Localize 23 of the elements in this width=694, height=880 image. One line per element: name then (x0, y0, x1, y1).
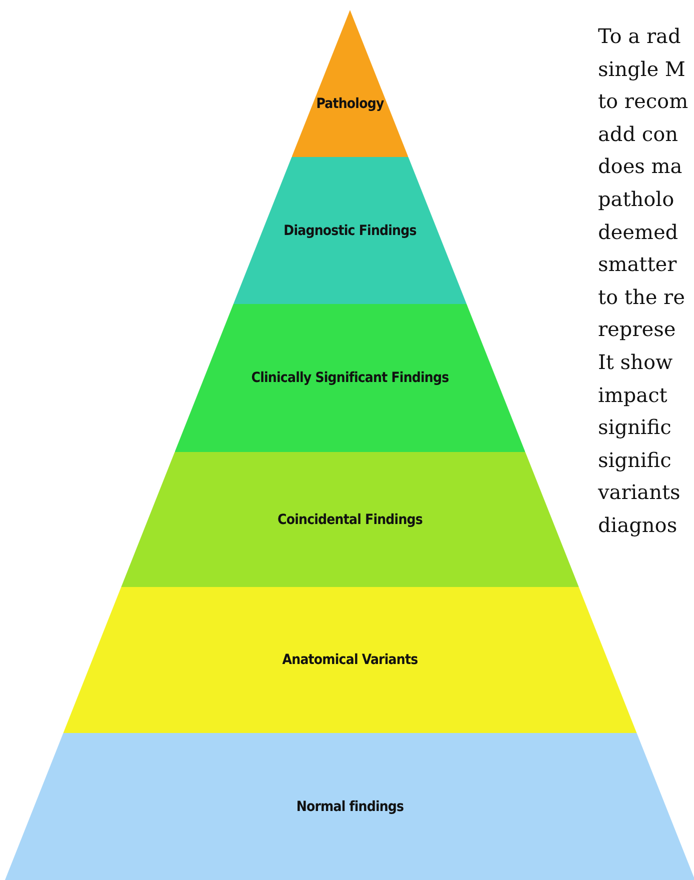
paragraph-line: add con (598, 120, 680, 148)
paragraph-line: signific (598, 446, 672, 474)
paragraph-line: single M (598, 56, 686, 83)
paragraph-line: signific (598, 414, 672, 442)
tier-label: Diagnostic Findings (284, 222, 416, 238)
tier-label: Pathology (316, 96, 384, 112)
tier-label: Normal findings (296, 798, 404, 814)
pyramid-tier (5, 733, 694, 880)
tier-label: Clinically Significant Findings (251, 370, 449, 386)
paragraph-line: patholo (598, 186, 676, 213)
paragraph-line: To a rad (598, 23, 682, 50)
paragraph-line: variants (598, 479, 682, 506)
paragraph-line: diagnos (598, 512, 678, 539)
paragraph-line: impact (598, 382, 668, 409)
paragraph-line: It show (598, 348, 674, 376)
tier-label: Coincidental Findings (277, 512, 422, 528)
paragraph-line: smatter (598, 251, 678, 278)
paragraph-line: to recom (598, 88, 688, 116)
paragraph-line: to the re (598, 284, 686, 311)
tier-label: Anatomical Variants (282, 652, 418, 668)
paragraph-line: does ma (598, 153, 684, 180)
paragraph-line: deemed (598, 218, 680, 246)
paragraph-line: represe (598, 316, 677, 344)
